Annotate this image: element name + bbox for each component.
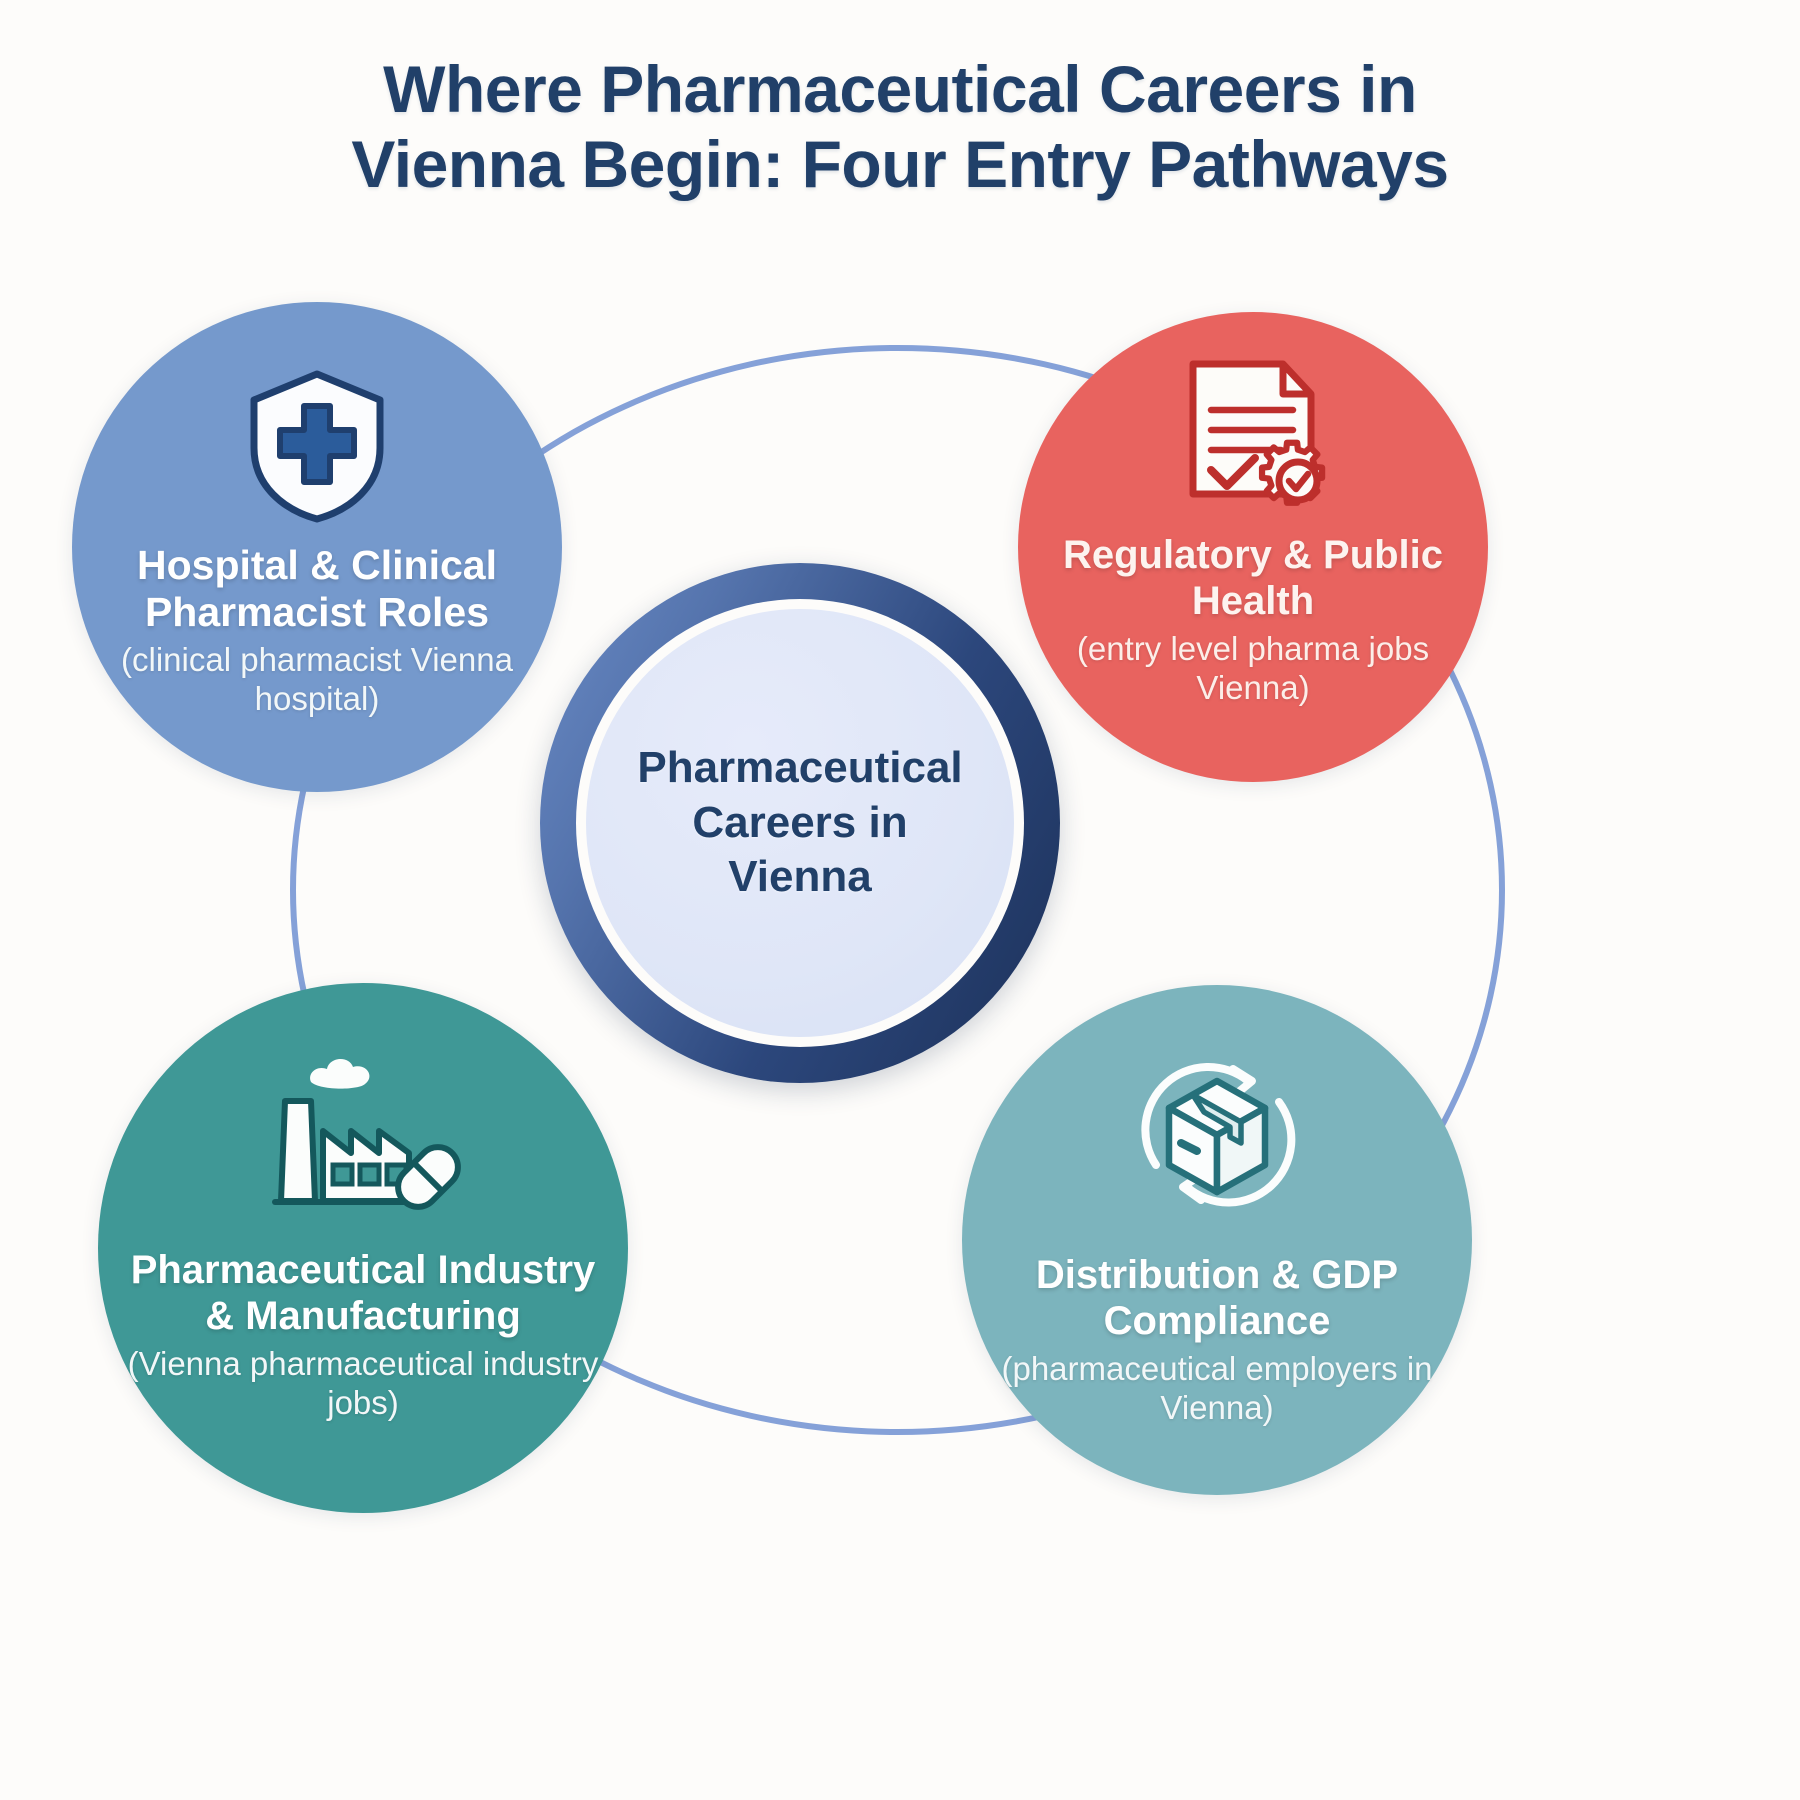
pathway-node-distribution[interactable]: Distribution & GDP Compliance (pharmaceu…: [962, 985, 1472, 1495]
pathway-title: Regulatory & Public Health: [1062, 533, 1444, 623]
pathway-subtitle: (Vienna pharmaceutical industry jobs): [127, 1345, 599, 1422]
shield-cross-icon: [242, 366, 392, 526]
hub-inner-circle: Pharmaceutical Careers in Vienna: [586, 609, 1014, 1037]
pathway-node-industry[interactable]: Pharmaceutical Industry & Manufacturing …: [98, 983, 628, 1513]
pathway-node-regulatory[interactable]: Regulatory & Public Health (entry level …: [1018, 312, 1488, 782]
title-line-2: Vienna Begin: Four Entry Pathways: [351, 127, 1449, 202]
connector-ring: [290, 345, 1505, 1435]
pathway-subtitle: (entry level pharma jobs Vienna): [1076, 630, 1430, 707]
hub-label: Pharmaceutical Careers in Vienna: [637, 743, 963, 902]
pathway-node-hospital[interactable]: Hospital & Clinical Pharmacist Roles (cl…: [72, 302, 562, 792]
document-gear-check-icon: [1171, 354, 1336, 519]
pathway-title: Pharmaceutical Industry & Manufacturing: [130, 1248, 596, 1338]
pathway-subtitle: (clinical pharmacist Vienna hospital): [121, 641, 513, 718]
page-title: Where Pharmaceutical Careers in Vienna B…: [0, 52, 1800, 202]
factory-pill-icon: [263, 1049, 463, 1224]
hub-node[interactable]: Pharmaceutical Careers in Vienna: [540, 563, 1060, 1083]
title-line-1: Where Pharmaceutical Careers in: [383, 52, 1417, 126]
package-cycle-icon: [1125, 1045, 1310, 1223]
pathway-subtitle: (pharmaceutical employers in Vienna): [1001, 1350, 1433, 1427]
pathway-title: Hospital & Clinical Pharmacist Roles: [137, 542, 497, 635]
pathway-title: Distribution & GDP Compliance: [1035, 1253, 1399, 1343]
